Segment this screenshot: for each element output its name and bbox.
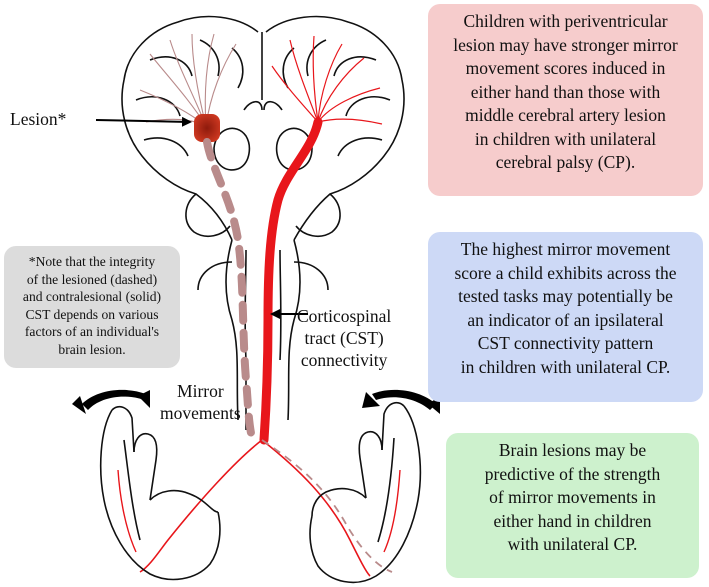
finding-box-mirror-score: The highest mirror movement score a chil…: [428, 232, 703, 402]
box-line: factors of an individual's: [24, 324, 160, 339]
box-line: in children with unilateral: [474, 128, 657, 149]
finding-box-lesion-prediction: Brain lesions may be predictive of the s…: [446, 433, 699, 578]
box-line: of mirror movements in: [489, 487, 656, 507]
box-line: either hand in children: [493, 510, 652, 531]
mirror-movement-arrows: [72, 389, 440, 414]
cst-label-line: tract (CST): [304, 328, 384, 348]
lesion-label-text: Lesion*: [10, 109, 67, 129]
brain-outline: [121, 15, 405, 430]
box-line: middle cerebral artery lesion: [465, 105, 666, 125]
box-line: an indicator of an ipsilateral: [467, 309, 664, 330]
box-line: predictive of the strength: [484, 463, 661, 484]
cst-label-line: Corticospinal: [297, 306, 392, 326]
box-line: lesion may have stronger mirror: [453, 34, 678, 55]
box-line: CST depends on various: [25, 306, 159, 322]
box-line: and contralesional (solid): [22, 289, 162, 304]
box-line: The highest mirror movement: [460, 239, 671, 259]
cst-label-line: connectivity: [300, 350, 388, 370]
lesion-label: Lesion*: [10, 108, 66, 130]
lesion-marker: [194, 114, 220, 142]
box-line: CST connectivity pattern: [477, 333, 654, 353]
box-line: of the lesioned (dashed): [26, 271, 158, 287]
cst-label: Corticospinal tract (CST) connectivity: [297, 305, 391, 371]
box-line: with unilateral CP.: [507, 534, 638, 554]
box-line: movement scores induced in: [465, 58, 666, 78]
contralesional-cortical-fibres: [271, 35, 383, 125]
dashed-pathway-to-right-hand: [261, 439, 393, 573]
lesion-pointer-arrow: [95, 116, 192, 127]
box-line: brain lesion.: [58, 341, 126, 357]
box-line: tested tasks may potentially be: [458, 286, 673, 306]
box-line: score a child exhibits across the: [454, 262, 677, 283]
lesioned-cortical-fibres: [139, 33, 237, 127]
mirror-label-line: movements: [160, 403, 241, 423]
mirror-label-line: Mirror: [177, 381, 224, 401]
box-line: Children with periventricular: [463, 11, 668, 31]
lesioned-cst-tract: [203, 138, 256, 442]
mirror-movements-label: Mirror movements: [160, 380, 241, 424]
solid-pathway-to-right-hand: [261, 439, 371, 577]
contralesional-cst-tract: [259, 117, 323, 445]
box-line: cerebral palsy (CP).: [495, 152, 636, 172]
left-hand: [99, 405, 221, 581]
box-line: Brain lesions may be: [498, 440, 647, 460]
solid-pathway-to-left-hand: [139, 439, 263, 573]
box-line: in children with unilateral CP.: [460, 356, 671, 377]
box-line: either hand than those with: [470, 81, 661, 102]
box-line: *Note that the integrity: [28, 254, 156, 269]
integrity-footnote-box: *Note that the integrity of the lesioned…: [4, 246, 180, 368]
finding-box-lesion-type: Children with periventricular lesion may…: [428, 4, 703, 196]
right-hand: [309, 401, 422, 584]
